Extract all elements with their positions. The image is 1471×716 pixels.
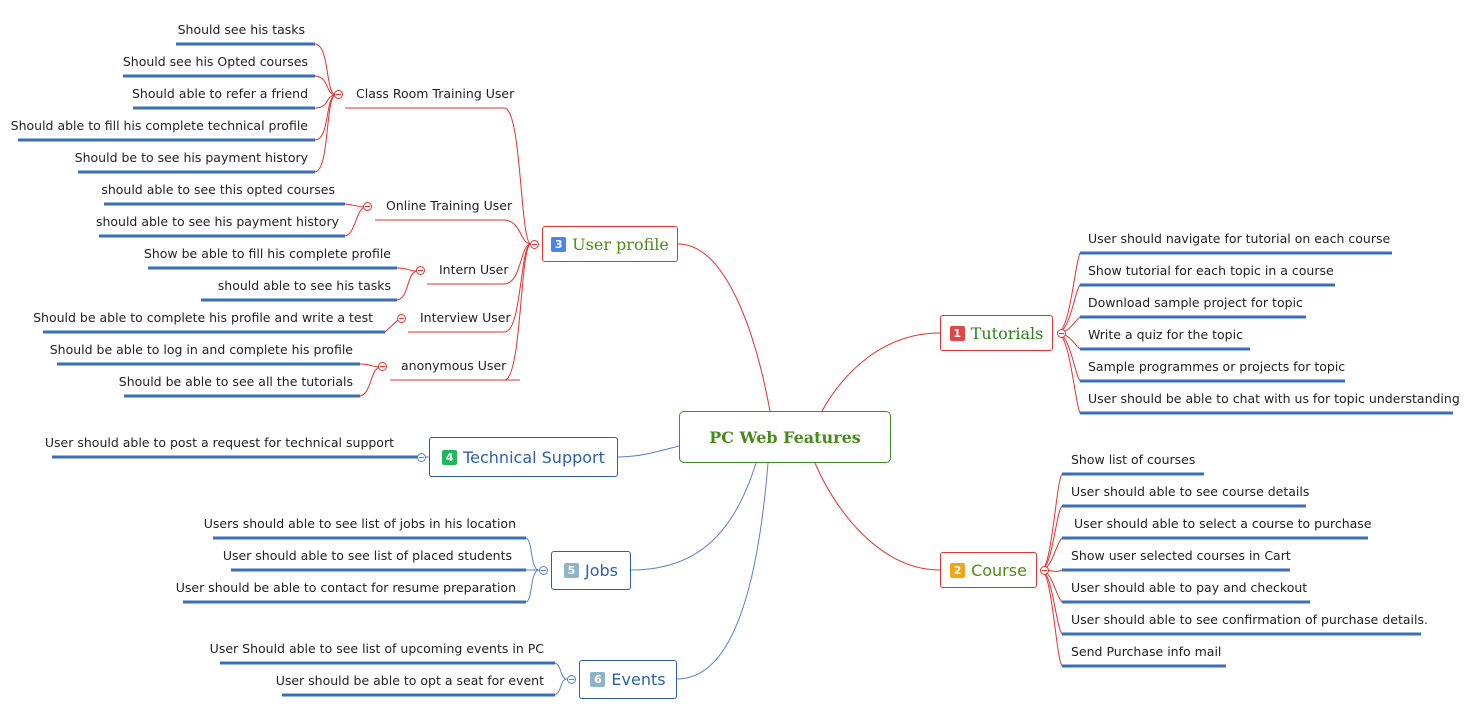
intern-item[interactable]: should able to see his tasks xyxy=(217,278,391,293)
collapse-toggle-tutorials[interactable] xyxy=(1057,329,1066,338)
course-item[interactable]: Send Purchase info mail xyxy=(1071,644,1222,659)
techsupport-item[interactable]: User should able to post a request for t… xyxy=(44,435,394,450)
connector-central-events xyxy=(676,462,769,680)
branch-jobs-label: Jobs xyxy=(585,561,618,580)
collapse-toggle-course[interactable] xyxy=(1040,566,1049,575)
group-classroom-label[interactable]: Class Room Training User xyxy=(356,86,515,101)
online-item[interactable]: should able to see this opted courses xyxy=(101,182,335,197)
classroom-item[interactable]: Should see his tasks xyxy=(177,22,305,37)
course-item[interactable]: User should able to see confirmation of … xyxy=(1071,612,1428,627)
connector-central-jobs xyxy=(630,462,757,571)
intern-item[interactable]: Show be able to fill his complete profil… xyxy=(143,246,391,261)
collapse-toggle-online[interactable] xyxy=(363,202,372,211)
tutorials-item[interactable]: Download sample project for topic xyxy=(1088,295,1303,310)
underlines-tutorials xyxy=(1080,251,1453,415)
group-online-label[interactable]: Online Training User xyxy=(386,198,513,213)
group-anonymous-label[interactable]: anonymous User xyxy=(401,358,507,373)
course-item[interactable]: Show list of courses xyxy=(1071,452,1196,467)
central-topic-label: PC Web Features xyxy=(709,427,861,447)
underlines-course xyxy=(1062,472,1421,668)
badge-4: 4 xyxy=(442,449,458,465)
group-intern-label[interactable]: Intern User xyxy=(439,262,509,277)
branch-jobs[interactable]: 5 Jobs xyxy=(551,551,631,590)
jobs-item[interactable]: Users should able to see list of jobs in… xyxy=(203,516,516,531)
collapse-toggle-user-profile[interactable] xyxy=(530,240,539,249)
course-item[interactable]: User should able to pay and checkout xyxy=(1071,580,1308,595)
badge-3: 3 xyxy=(551,236,567,252)
connector-central-tutorials xyxy=(821,332,941,412)
badge-2: 2 xyxy=(950,562,966,578)
course-item[interactable]: User should able to see course details xyxy=(1071,484,1310,499)
classroom-item[interactable]: Should be to see his payment history xyxy=(74,150,308,165)
collapse-toggle-interview[interactable] xyxy=(397,314,406,323)
branch-technical-support-label: Technical Support xyxy=(463,447,605,467)
interview-item[interactable]: Should be able to complete his profile a… xyxy=(33,310,373,325)
tutorials-item[interactable]: User should be able to chat with us for … xyxy=(1088,391,1460,406)
tutorials-item[interactable]: Sample programmes or projects for topic xyxy=(1088,359,1346,374)
underlines-events xyxy=(220,661,555,697)
connectors-events xyxy=(554,662,568,696)
badge-5: 5 xyxy=(564,563,579,578)
connectors-userprofile xyxy=(314,43,532,397)
branch-events[interactable]: 6 Events xyxy=(579,660,677,699)
jobs-item[interactable]: User should able to see list of placed s… xyxy=(222,548,512,563)
collapse-toggle-anonymous[interactable] xyxy=(378,362,387,371)
connector-central-userprofile xyxy=(677,243,771,412)
events-item[interactable]: User Should able to see list of upcoming… xyxy=(209,641,544,656)
branch-user-profile-label: User profile xyxy=(572,234,669,254)
classroom-item[interactable]: Should able to refer a friend xyxy=(131,86,308,101)
connector-central-techsupport xyxy=(617,445,680,458)
collapse-toggle-events[interactable] xyxy=(567,675,576,684)
jobs-item[interactable]: User should be able to contact for resum… xyxy=(175,580,516,595)
classroom-item[interactable]: Should see his Opted courses xyxy=(122,54,308,69)
branch-tutorials[interactable]: 1 Tutorials xyxy=(940,315,1053,351)
events-item[interactable]: User should be able to opt a seat for ev… xyxy=(275,673,544,688)
central-topic[interactable]: PC Web Features xyxy=(679,411,891,463)
tutorials-item[interactable]: User should navigate for tutorial on eac… xyxy=(1088,231,1391,246)
branch-course[interactable]: 2 Course xyxy=(940,552,1037,588)
collapse-toggle-technical-support[interactable] xyxy=(417,453,426,462)
tutorials-item[interactable]: Show tutorial for each topic in a course xyxy=(1088,263,1334,278)
connector-central-course xyxy=(814,462,941,571)
classroom-item[interactable]: Should able to fill his complete technic… xyxy=(10,118,308,133)
course-item[interactable]: User should able to select a course to p… xyxy=(1074,516,1372,531)
branch-technical-support[interactable]: 4 Technical Support xyxy=(429,437,618,477)
underlines-jobs xyxy=(183,536,526,604)
badge-1: 1 xyxy=(949,325,965,341)
underlines-userprofile xyxy=(18,42,397,398)
badge-6: 6 xyxy=(590,672,606,687)
connectors-jobs xyxy=(525,537,540,603)
tutorials-item[interactable]: Write a quiz for the topic xyxy=(1088,327,1243,342)
anonymous-item[interactable]: Should be able to log in and complete hi… xyxy=(49,342,353,357)
branch-user-profile[interactable]: 3 User profile xyxy=(542,226,678,262)
anonymous-item[interactable]: Should be able to see all the tutorials xyxy=(118,374,353,389)
online-item[interactable]: should able to see his payment history xyxy=(95,214,339,229)
branch-events-label: Events xyxy=(611,670,666,689)
branch-course-label: Course xyxy=(971,560,1027,580)
collapse-toggle-classroom[interactable] xyxy=(334,90,343,99)
collapse-toggle-jobs[interactable] xyxy=(539,566,548,575)
group-interview-label[interactable]: Interview User xyxy=(420,310,511,325)
collapse-toggle-intern[interactable] xyxy=(416,266,425,275)
branch-tutorials-label: Tutorials xyxy=(970,323,1044,343)
course-item[interactable]: Show user selected courses in Cart xyxy=(1071,548,1291,563)
